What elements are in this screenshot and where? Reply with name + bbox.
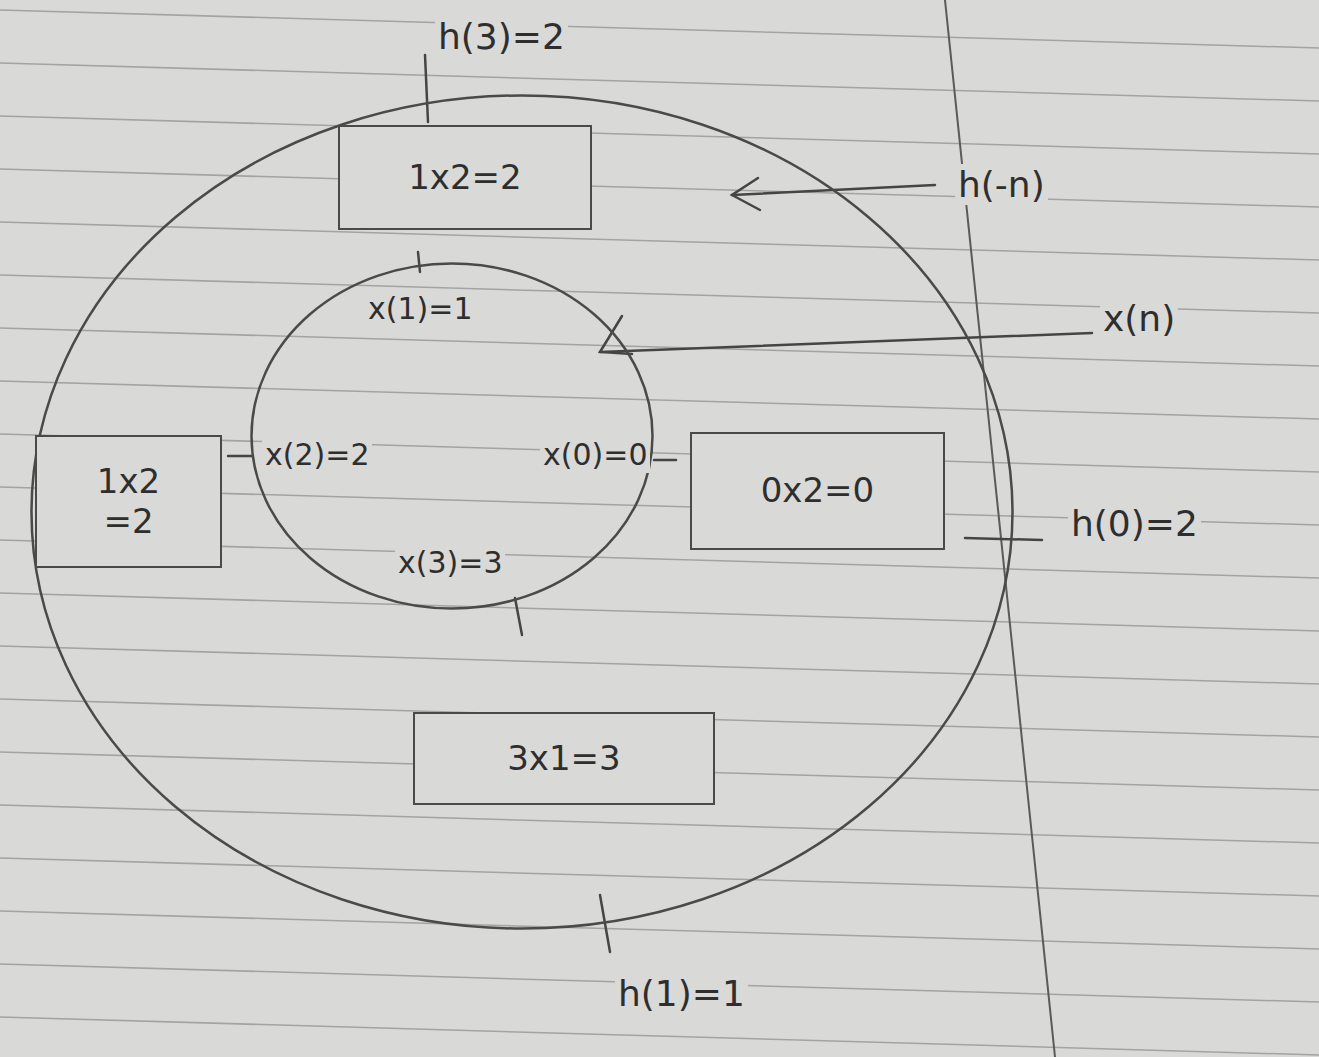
ruled-line <box>0 858 1319 896</box>
value-text: x(1)=1 <box>365 292 475 327</box>
ruled-line <box>0 63 1319 101</box>
ellipse-outline <box>32 96 1013 929</box>
ruled-line <box>0 10 1319 48</box>
product-box: 1x2=2 <box>338 125 592 230</box>
product-box: 1x2 =2 <box>35 435 222 568</box>
value-text: x(0)=0 <box>540 438 650 473</box>
sample-value: h(0)=2 <box>1068 503 1201 544</box>
tick-mark <box>418 252 420 272</box>
outer-ellipse: h(-n)1x2=2x(n)x(1)=1x(2)=2x(0)=0x(3)=31x… <box>30 94 1014 930</box>
value-text: 3x1=3 <box>504 739 624 778</box>
signal-name: h(-n) <box>955 164 1048 205</box>
margin-line <box>945 0 1055 1057</box>
tick-mark <box>965 538 1042 540</box>
value-text: x(3)=3 <box>395 546 505 581</box>
ruled-line <box>0 646 1319 684</box>
product-box: 0x2=0 <box>690 432 945 550</box>
value-text: 1x2 =2 <box>86 462 172 540</box>
ruled-line <box>0 593 1319 631</box>
inner-ellipse: x(n)x(1)=1x(2)=2x(0)=0x(3)=3 <box>250 262 654 610</box>
ruled-line <box>0 1017 1319 1055</box>
ellipse-outline <box>252 264 653 609</box>
ruled-line <box>0 381 1319 419</box>
ruled-line <box>0 116 1319 154</box>
value-text: x(2)=2 <box>262 438 372 473</box>
ruled-line <box>0 222 1319 260</box>
ruled-line <box>0 911 1319 949</box>
value-text: 1x2=2 <box>405 158 525 197</box>
product-box: 3x1=3 <box>413 712 715 805</box>
signal-name: x(n) <box>1100 298 1178 339</box>
tick-mark <box>515 598 522 635</box>
arrow-head <box>732 178 760 210</box>
value-text: 0x2=0 <box>758 471 878 510</box>
tick-mark <box>654 459 676 462</box>
sample-value: h(3)=2 <box>435 16 568 57</box>
sample-value: h(1)=1 <box>615 973 748 1014</box>
tick-mark <box>425 55 428 122</box>
leader-line <box>600 333 1092 352</box>
tick-mark <box>228 455 252 458</box>
ruled-line <box>0 169 1319 207</box>
